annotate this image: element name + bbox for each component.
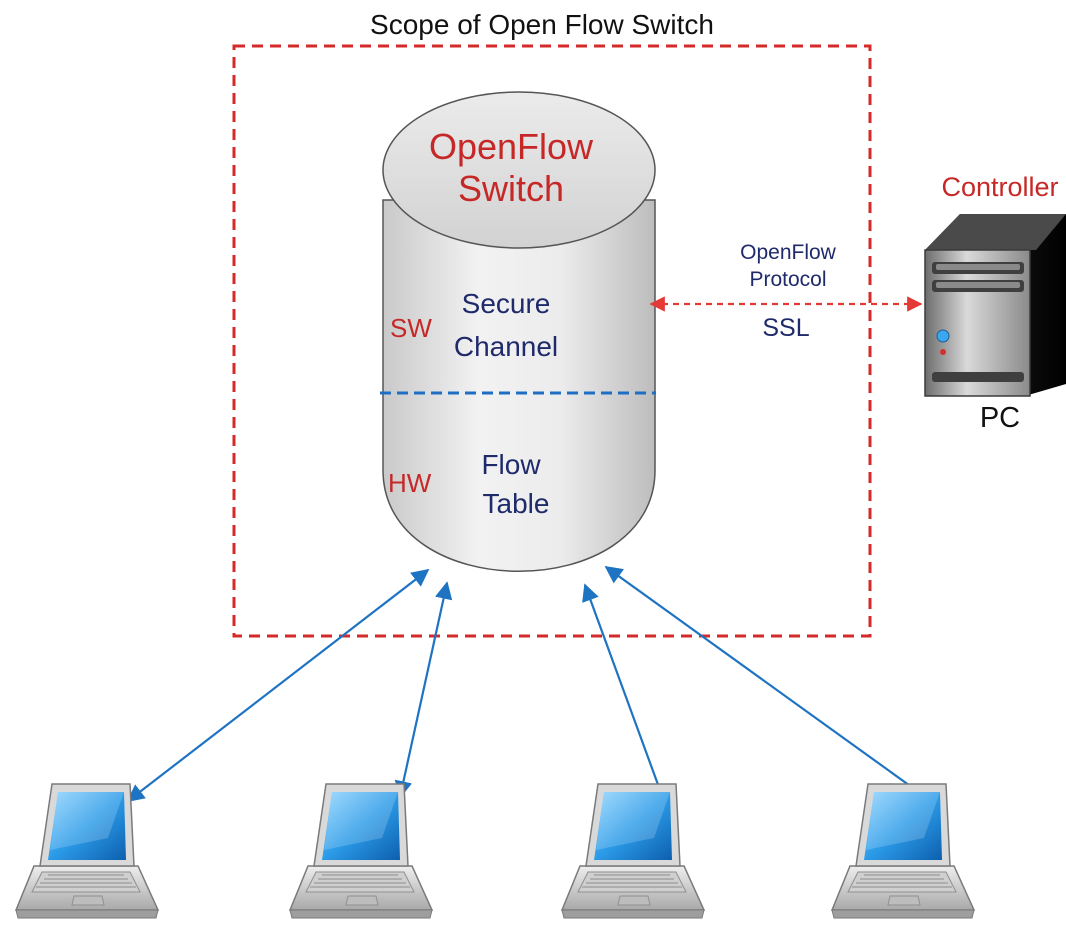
host-link-4 — [604, 565, 940, 808]
host-link-3 — [582, 583, 667, 803]
protocol-line1: OpenFlow — [740, 241, 837, 264]
host-link-2 — [394, 581, 453, 799]
switch-title-line2: Switch — [458, 168, 564, 209]
laptop-icon-4 — [831, 783, 975, 919]
openflow-switch-cylinder — [382, 91, 656, 572]
pc-tower-icon — [924, 214, 1066, 397]
secure-channel-line1: Secure — [462, 288, 551, 319]
protocol-line2: Protocol — [749, 268, 826, 291]
host-link-1 — [126, 568, 430, 803]
secure-channel-line2: Channel — [454, 331, 558, 362]
laptop-icon-1 — [15, 783, 159, 919]
pc-label: PC — [980, 402, 1020, 434]
scope-title: Scope of Open Flow Switch — [370, 9, 714, 40]
flow-table-line2: Table — [483, 488, 550, 519]
hw-tag: HW — [388, 468, 432, 498]
laptop-icon-2 — [289, 783, 433, 919]
sw-tag: SW — [390, 313, 432, 343]
ssl-label: SSL — [762, 314, 809, 342]
laptop-icon-3 — [561, 783, 705, 919]
host-links — [126, 565, 940, 808]
controller-label: Controller — [941, 172, 1058, 202]
switch-title-line1: OpenFlow — [429, 126, 594, 167]
flow-table-line1: Flow — [481, 449, 541, 480]
